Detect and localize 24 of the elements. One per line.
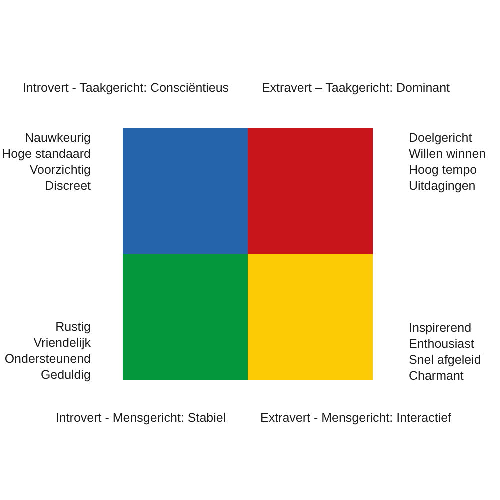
trait-text: Inspirerend — [409, 321, 472, 336]
trait-text: Discreet — [45, 179, 91, 194]
trait-text: Geduldig — [40, 368, 91, 383]
quadrant-square — [248, 254, 373, 380]
quadrant-square — [123, 254, 248, 380]
trait-text: Hoog tempo — [409, 163, 478, 178]
trait-text: Nauwkeurig — [24, 131, 91, 146]
trait-text: Charmant — [409, 369, 464, 384]
trait-text: Rustig — [56, 320, 91, 335]
trait-text: Willen winnen — [409, 147, 486, 162]
trait-text: Snel afgeleid — [409, 353, 482, 368]
trait-text: Doelgericht — [409, 131, 472, 146]
quadrant-heading: Extravert – Taakgericht: Dominant — [262, 81, 450, 96]
trait-text: Hoge standaard — [2, 147, 91, 162]
quadrant-heading: Extravert - Mensgericht: Interactief — [260, 411, 452, 426]
quadrant-square — [123, 128, 248, 254]
quadrant-heading: Introvert - Taakgericht: Consciëntieus — [22, 81, 230, 96]
trait-text: Voorzichtig — [30, 163, 91, 178]
trait-text: Vriendelijk — [34, 336, 91, 351]
trait-text: Ondersteunend — [4, 352, 91, 367]
quadrant-square — [248, 128, 373, 254]
trait-text: Uitdagingen — [409, 179, 476, 194]
quadrant-heading: Introvert - Mensgericht: Stabiel — [56, 411, 226, 426]
trait-text: Enthousiast — [409, 337, 474, 352]
